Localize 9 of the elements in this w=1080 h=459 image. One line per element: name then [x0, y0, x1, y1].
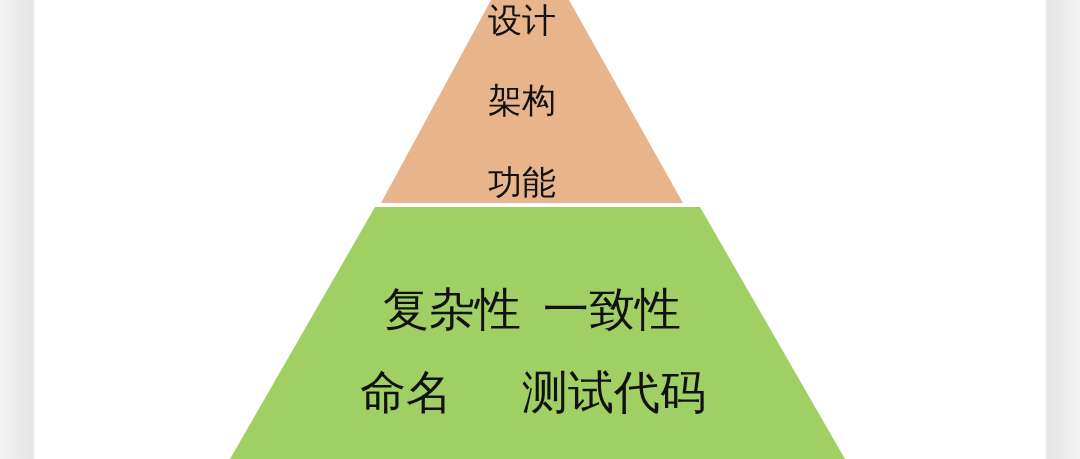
pyramid-tier	[230, 207, 845, 459]
tier-label: 功能	[488, 165, 556, 199]
tier-label: 一致性	[543, 286, 681, 332]
tier-label: 设计	[488, 3, 556, 37]
tier-label: 测试代码	[522, 369, 706, 415]
tier-label: 命名	[360, 369, 452, 415]
pyramid-tier	[381, 0, 683, 203]
tier-label: 复杂性	[383, 286, 521, 332]
tier-label: 架构	[488, 83, 556, 117]
